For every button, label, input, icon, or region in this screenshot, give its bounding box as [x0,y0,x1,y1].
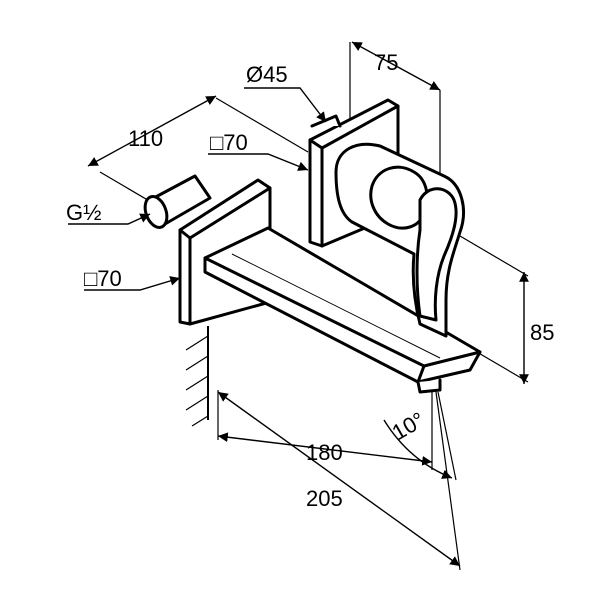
spout-aerator [416,378,442,394]
faucet-body [143,98,482,394]
label-205: 205 [306,486,343,511]
label-sq70-top: □70 [210,130,248,155]
leader-sq70-top [208,153,309,171]
dim-205-line [217,391,461,567]
label-10deg: 10° [388,407,429,445]
dim-75-line [351,41,441,91]
lever-handle [415,187,458,322]
label-180: 180 [306,440,343,465]
label-85: 85 [530,320,554,345]
leader-d45 [244,87,327,123]
dim-10deg-arc [383,419,453,479]
dimension-lines [68,41,529,567]
wall-hatching [185,326,209,427]
label-g-half: G½ [66,200,101,225]
dim-110-line [87,95,217,167]
leader-sq70-bottom [84,276,181,291]
label-75: 75 [374,50,398,75]
leader-g-half [68,213,151,225]
label-sq70-bottom: □70 [84,266,122,291]
label-d45: Ø45 [246,62,288,87]
label-110: 110 [128,126,163,151]
